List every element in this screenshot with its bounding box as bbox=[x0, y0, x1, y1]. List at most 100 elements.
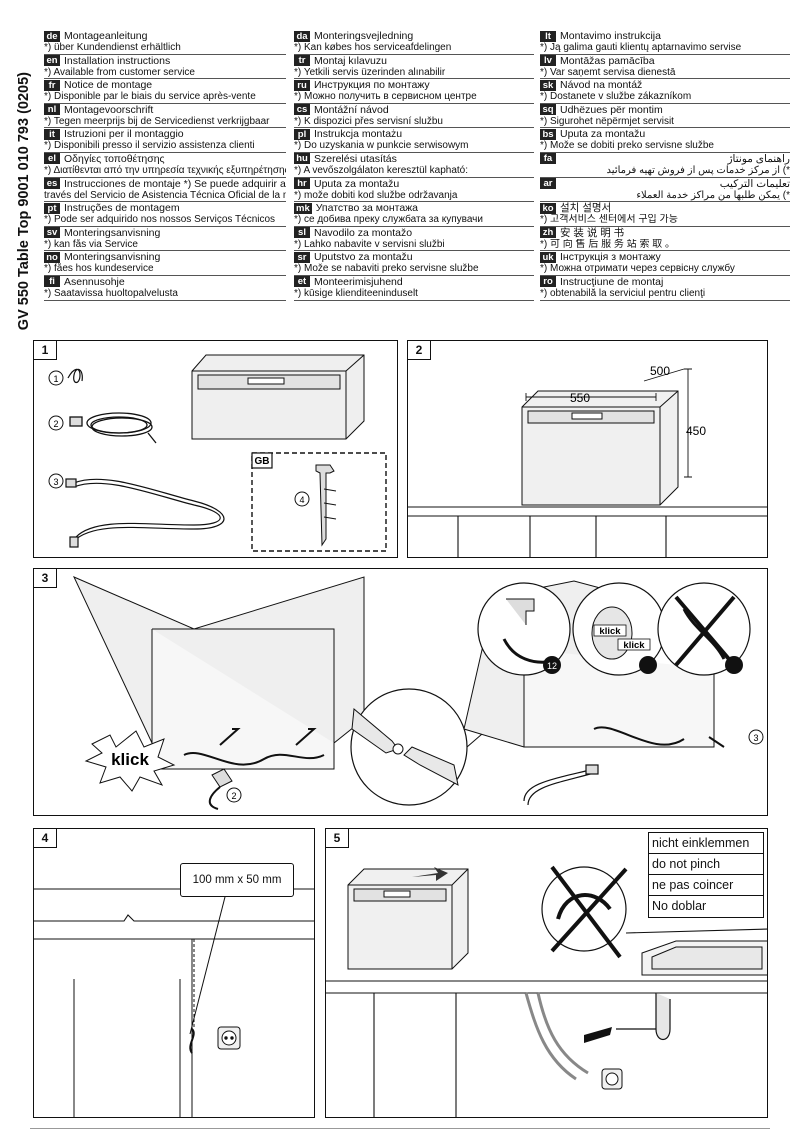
language-code-badge: ru bbox=[294, 79, 310, 91]
socket-icon bbox=[217, 1026, 241, 1050]
language-entry-sk: sk Návod na montáž*) Dostanete v službe z… bbox=[540, 79, 790, 104]
language-title: Navodilo za montažo bbox=[314, 226, 413, 239]
step-panel-1: 1 1 2 3 bbox=[33, 340, 398, 558]
language-title: Uputa za montažu bbox=[560, 128, 646, 141]
language-title: Návod na montáž bbox=[560, 79, 643, 92]
language-entry-da: da Monteringsvejledning*) Kan købes hos s… bbox=[294, 30, 534, 55]
language-title: Installation instructions bbox=[64, 54, 171, 67]
language-note: *) Lahko nabavite v servisni službi bbox=[294, 238, 445, 250]
language-note: *) Kan købes hos serviceafdelingen bbox=[294, 42, 452, 53]
language-title: Uputstvo za montažu bbox=[314, 251, 413, 264]
language-note: *) 고객서비스 센터에서 구입 가능 bbox=[540, 214, 678, 226]
arrow-icon bbox=[584, 1027, 612, 1043]
language-note: *) Можна отримати через сервісну службу bbox=[540, 263, 735, 275]
water-hose bbox=[523, 764, 599, 806]
language-note: *) Διατίθενται από την υπηρεσία τεχνικής… bbox=[44, 164, 286, 176]
language-code-badge: sk bbox=[540, 79, 556, 91]
step-number: 3 bbox=[34, 569, 57, 588]
language-code-badge: et bbox=[294, 276, 310, 288]
callout-2: 2 bbox=[231, 791, 236, 801]
language-title: Istruzioni per il montaggio bbox=[64, 128, 184, 141]
dimension-lines bbox=[525, 368, 692, 478]
power-plug bbox=[208, 768, 233, 810]
worktop bbox=[326, 928, 767, 1117]
language-code-badge: it bbox=[44, 128, 60, 140]
pliers-detail bbox=[350, 688, 468, 806]
klick-label-1: klick bbox=[599, 626, 621, 637]
language-code-badge: cs bbox=[294, 104, 310, 116]
language-title: تعليمات التركيب bbox=[719, 177, 790, 190]
dishwasher-rear-left bbox=[72, 576, 365, 770]
language-code-badge: lv bbox=[540, 55, 556, 67]
power-cord bbox=[69, 412, 157, 444]
language-code-badge: mk bbox=[294, 202, 312, 214]
language-note: *) Saatavissa huoltopalvelusta bbox=[44, 287, 178, 299]
pliers bbox=[351, 708, 459, 786]
connection-illustration: klick 2 3 bbox=[72, 576, 764, 810]
language-code-badge: nl bbox=[44, 104, 60, 116]
depth-dimension: 500 bbox=[650, 364, 670, 378]
step-number: 5 bbox=[326, 829, 349, 848]
language-title: Montaj kılavuzu bbox=[314, 54, 387, 67]
callout-2: 2 bbox=[53, 419, 58, 429]
language-title: Monteringsanvisning bbox=[64, 226, 161, 239]
language-title: Montážní návod bbox=[314, 103, 389, 116]
language-note: *) može dobiti kod službe održavanja bbox=[294, 189, 458, 201]
language-note: *) über Kundendienst erhältlich bbox=[44, 42, 181, 53]
callout-1: 1 bbox=[53, 374, 58, 384]
language-title: Instruções de montagem bbox=[64, 202, 180, 215]
language-note: *) يمكن طلبها من مراكز خدمة العملاء bbox=[636, 189, 790, 201]
warning-line: do not pinch bbox=[649, 854, 763, 875]
width-dimension: 550 bbox=[570, 391, 590, 405]
water-hose bbox=[65, 478, 225, 548]
anti-tip-bracket bbox=[315, 464, 337, 547]
socket-icon bbox=[601, 1068, 623, 1090]
tap-detail bbox=[477, 582, 571, 676]
language-code-badge: bs bbox=[540, 128, 556, 140]
callout-3: 3 bbox=[753, 733, 758, 743]
language-note: *) Dostanete v službe zákazníkom bbox=[540, 91, 692, 103]
language-note: *) 可 向 售 后 服 务 站 索 取 。 bbox=[540, 238, 676, 250]
warning-line: No doblar bbox=[652, 899, 707, 913]
cutout-size-label: 100 mm x 50 mm bbox=[180, 863, 294, 897]
language-note: *) fåes hos kundeservice bbox=[44, 263, 154, 275]
language-note: *) Available from customer service bbox=[44, 66, 195, 78]
cross-icon bbox=[674, 595, 736, 667]
cross-icon bbox=[550, 865, 628, 959]
language-code-badge: ro bbox=[540, 276, 556, 288]
language-code-badge: hu bbox=[294, 153, 310, 165]
callout-3: 3 bbox=[53, 477, 58, 487]
language-note: *) kūsige klienditeeninduselt bbox=[294, 287, 418, 299]
language-code-badge: fr bbox=[44, 79, 60, 91]
language-title: Montagevoorschrift bbox=[64, 103, 154, 116]
language-code-badge: da bbox=[294, 30, 310, 42]
document-code-container: GV 550 Table Top 9001 010 793 (0205) bbox=[12, 30, 40, 330]
warning-line: nicht einklemmen bbox=[649, 833, 763, 854]
language-note: *) obtenabilă la serviciul pentru clienţ… bbox=[540, 287, 706, 299]
language-code-badge: sq bbox=[540, 104, 556, 116]
warning-line: ne pas coincer bbox=[649, 875, 763, 896]
language-title: Monteringsvejledning bbox=[314, 30, 414, 42]
language-column-2: da Monteringsvejledning*) Kan købes hos s… bbox=[294, 30, 534, 301]
language-code-badge: sv bbox=[44, 227, 60, 239]
language-code-badge: sr bbox=[294, 251, 310, 263]
language-title: Uputa za montažu bbox=[314, 177, 400, 190]
hoses-under-sink bbox=[524, 992, 589, 1081]
